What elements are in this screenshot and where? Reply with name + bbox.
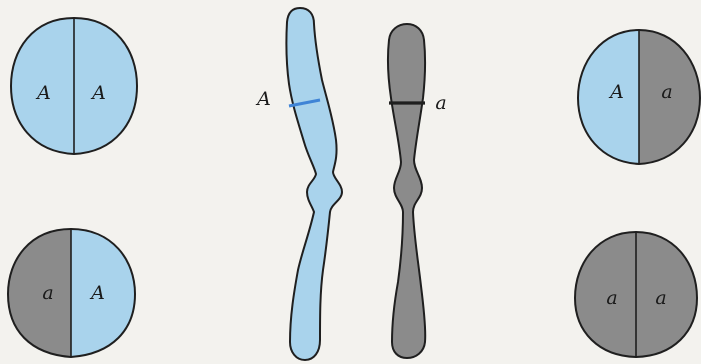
cell-top-right-left-allele: A [608,81,624,103]
chromosome-right-label: a [435,92,446,114]
cell-bottom-right-right-allele: a [655,287,666,309]
chromosome-right-body [388,24,425,358]
cell-bottom-right-left-allele: a [606,287,617,309]
cell-bottom-right-right-half [636,225,701,364]
cell-bottom-left-left-allele: a [42,282,53,304]
cell-top-left-right-half [74,0,154,170]
chromosome-left: A [255,8,342,360]
cell-bottom-left: a A [0,220,151,364]
cell-bottom-right: a a [570,225,701,364]
cell-top-left-left-allele: A [35,82,51,104]
chromosome-left-label: A [255,88,271,110]
cell-top-left-right-allele: A [90,82,106,104]
cell-top-right-right-allele: a [661,81,672,103]
chromosome-left-body [286,8,342,360]
cell-bottom-right-left-half [570,225,636,364]
cell-top-right-left-half [570,20,639,170]
cell-bottom-left-left-half [0,220,71,364]
chromosome-right: a [388,24,447,358]
cell-top-left: A A [0,0,154,170]
cell-bottom-left-right-allele: A [89,282,105,304]
cell-top-right: A a [570,20,701,170]
